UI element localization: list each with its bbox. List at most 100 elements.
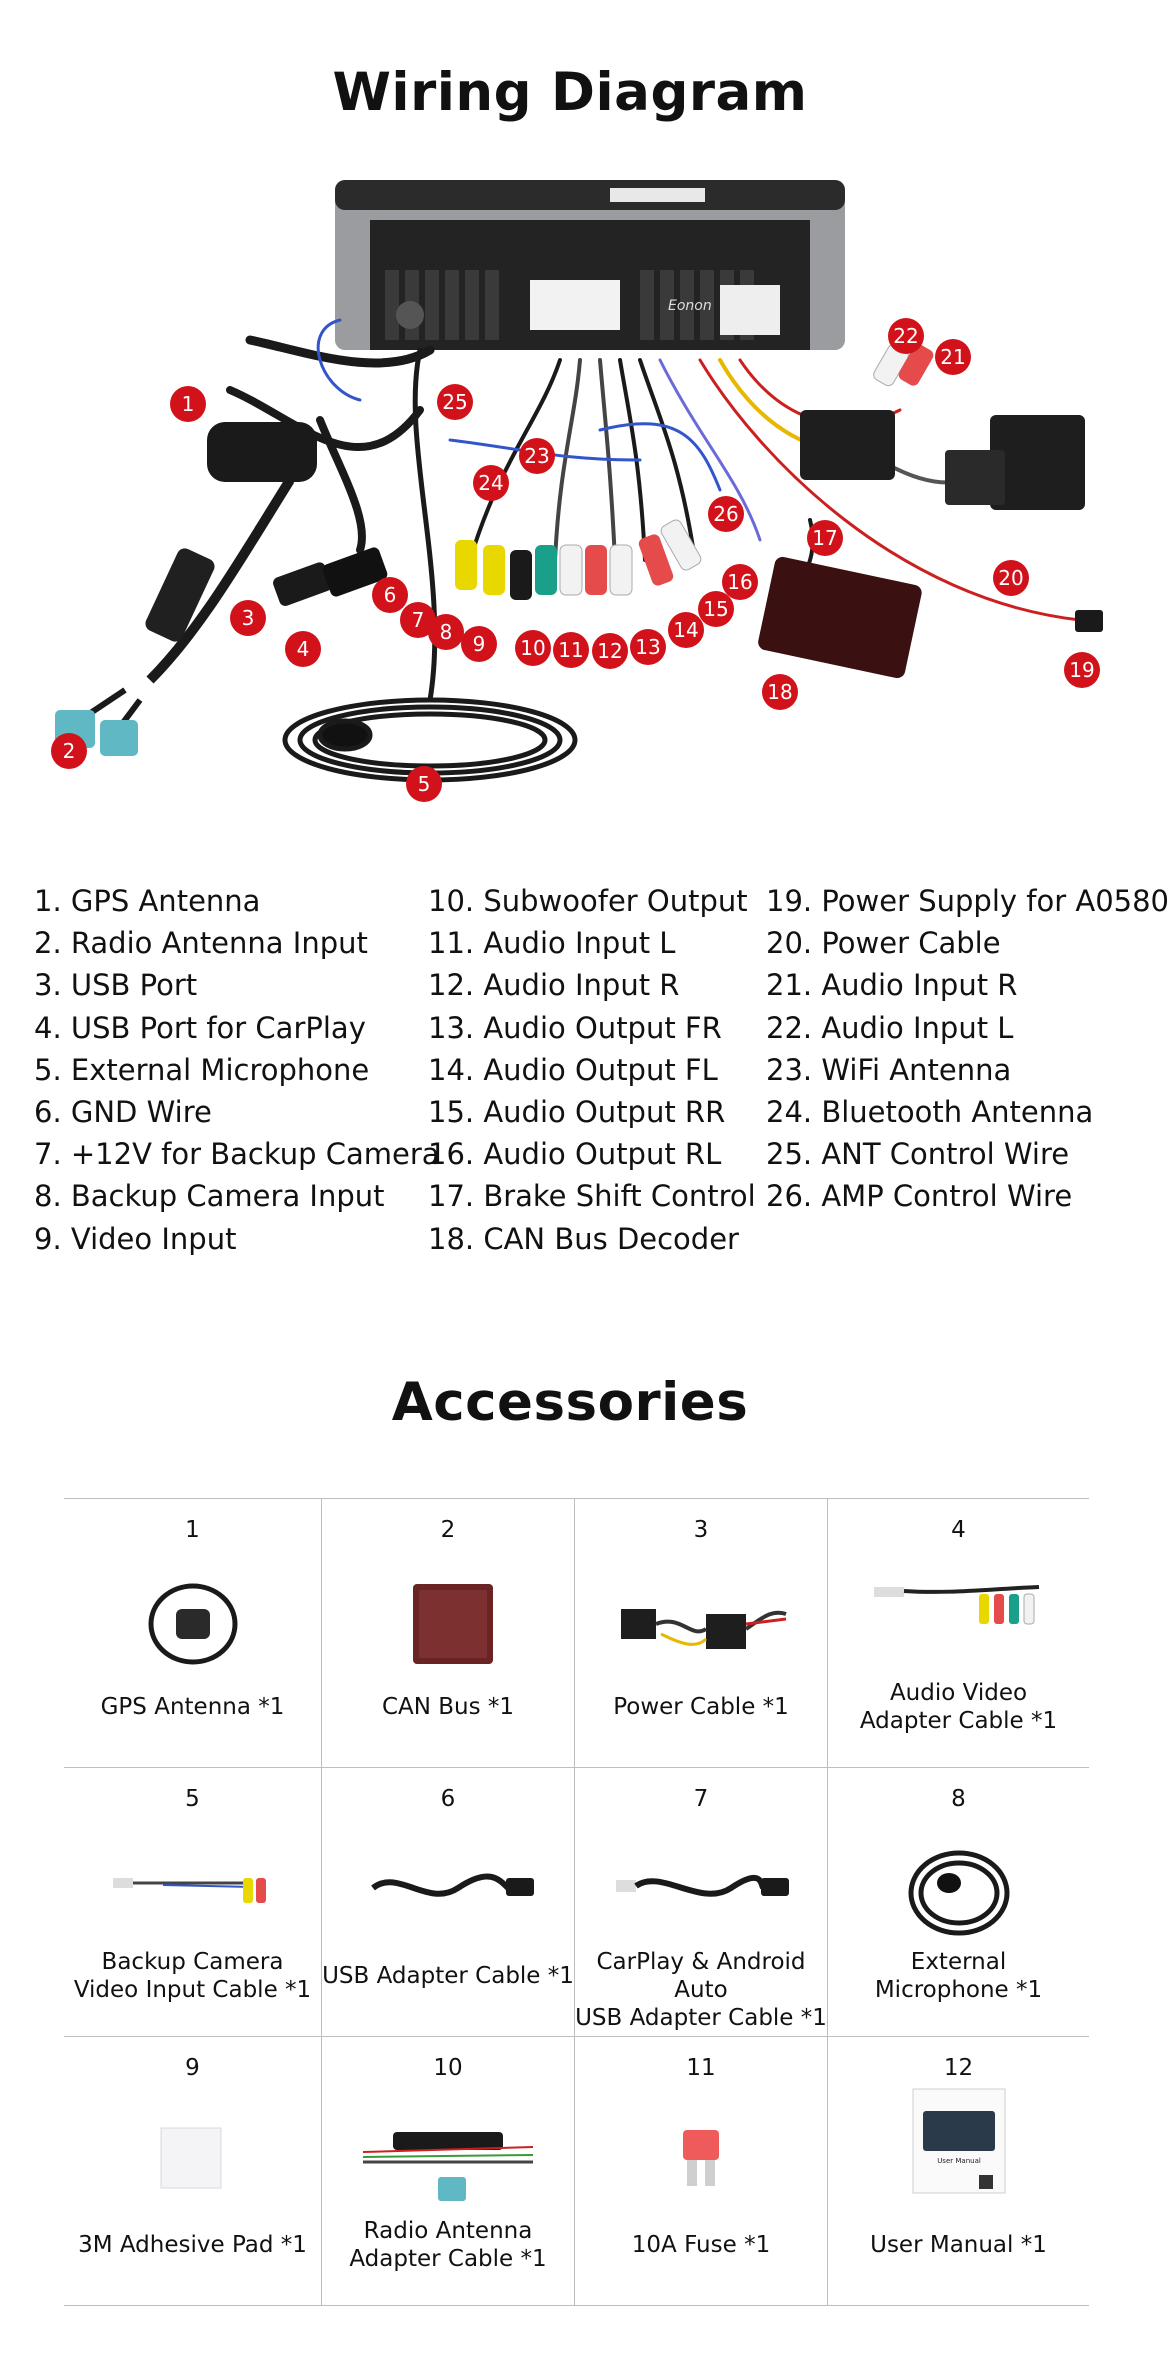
legend-item: 22. Audio Input L [766, 1010, 1014, 1045]
accessory-label: External Microphone *1 [874, 1949, 1043, 2003]
accessories-row: 1 GPS Antenna *1 2 CAN Bus *1 3 Power Ca… [64, 1499, 1089, 1768]
manual-cover-text: User Manual [937, 2157, 981, 2165]
callout-badge: 24 [473, 465, 509, 501]
microphone-icon [899, 1838, 1019, 1942]
legend-item: 3. USB Port [34, 968, 198, 1003]
accessory-number: 12 [943, 2055, 974, 2081]
callout-badge: 19 [1064, 652, 1100, 688]
legend-item: 13. Audio Output FR [428, 1010, 722, 1045]
adhesive-pad-icon [153, 2122, 233, 2196]
svg-text:12: 12 [597, 639, 622, 663]
accessory-label: Radio Antenna Adapter Cable *1 [349, 2218, 547, 2272]
callout-badge: 25 [437, 384, 473, 420]
legend-item: 15. Audio Output RR [428, 1095, 726, 1130]
callout-badge: 17 [807, 520, 843, 556]
legend-item: 12. Audio Input R [428, 968, 680, 1003]
legend-item: 14. Audio Output FL [428, 1052, 718, 1087]
accessory-item: 4 Audio Video Adapter Cable *1 [827, 1499, 1089, 1767]
svg-text:17: 17 [812, 526, 837, 550]
accessory-number: 1 [185, 1517, 200, 1543]
accessory-number: 5 [185, 1786, 200, 1812]
svg-text:4: 4 [297, 637, 310, 661]
callout-badge: 13 [630, 629, 666, 665]
accessories-row: 9 3M Adhesive Pad *1 10 Radio Antenna Ad… [64, 2037, 1089, 2306]
svg-text:14: 14 [673, 618, 698, 642]
can-bus-icon [393, 1579, 503, 1673]
can-bus-decoder-image [758, 556, 1103, 679]
callout-badge: 11 [553, 632, 589, 668]
callout-badge: 21 [935, 339, 971, 375]
callout-badge: 10 [515, 630, 551, 666]
callout-badge: 23 [519, 438, 555, 474]
user-manual-icon: User Manual [909, 2087, 1009, 2201]
accessory-item: 3 Power Cable *1 [574, 1499, 827, 1767]
callout-badge: 9 [461, 626, 497, 662]
accessory-item: 9 3M Adhesive Pad *1 [64, 2037, 321, 2305]
radio-antenna-cable-icon [353, 2107, 543, 2211]
accessory-number: 9 [185, 2055, 200, 2081]
accessory-label: User Manual *1 [870, 2232, 1047, 2258]
callout-badge: 15 [698, 591, 734, 627]
legend-item: 8. Backup Camera Input [34, 1179, 385, 1214]
legend-item: 4. USB Port for CarPlay [34, 1010, 366, 1045]
svg-text:18: 18 [767, 680, 792, 704]
svg-text:6: 6 [384, 583, 397, 607]
callout-badge: 2 [51, 733, 87, 769]
callout-badge: 18 [762, 674, 798, 710]
gps-antenna-image [55, 422, 317, 756]
legend-column-3: 19. Power Supply for A0580 20. Power Cab… [766, 880, 1169, 1218]
accessory-number: 4 [951, 1517, 966, 1543]
camera-cable-icon [103, 1863, 283, 1917]
legend-item: 9. Video Input [34, 1221, 237, 1256]
accessory-item: 1 GPS Antenna *1 [64, 1499, 321, 1767]
svg-text:21: 21 [940, 345, 965, 369]
svg-text:20: 20 [998, 566, 1023, 590]
wiring-diagram: Eonon [0, 160, 1140, 810]
legend-item: 17. Brake Shift Control [428, 1179, 756, 1214]
accessory-label: CarPlay & Android Auto USB Adapter Cable… [575, 1949, 827, 2031]
svg-text:16: 16 [727, 570, 752, 594]
accessory-label: 10A Fuse *1 [631, 2232, 771, 2258]
callout-badge: 22 [888, 318, 924, 354]
accessories-grid: 1 GPS Antenna *1 2 CAN Bus *1 3 Power Ca… [64, 1498, 1089, 2306]
gps-antenna-icon [138, 1579, 248, 1673]
power-harness-image [800, 410, 1085, 510]
carplay-usb-cable-icon [611, 1858, 791, 1922]
fuse-icon [671, 2122, 731, 2196]
legend-column-2: 10. Subwoofer Output 11. Audio Input L 1… [428, 880, 756, 1260]
accessory-item: 5 Backup Camera Video Input Cable *1 [64, 1768, 321, 2036]
accessory-item: 8 External Microphone *1 [827, 1768, 1089, 2036]
svg-text:3: 3 [242, 606, 255, 630]
accessory-label: Power Cable *1 [613, 1694, 789, 1720]
svg-text:13: 13 [635, 635, 660, 659]
accessory-number: 7 [693, 1786, 709, 1812]
accessory-item: 7 CarPlay & Android Auto USB Adapter Cab… [574, 1768, 827, 2036]
accessories-title: Accessories [391, 1372, 749, 1433]
accessory-label: Audio Video Adapter Cable *1 [859, 1680, 1058, 1734]
svg-text:24: 24 [478, 471, 503, 495]
accessory-number: 11 [686, 2055, 716, 2081]
legend-item: 2. Radio Antenna Input [34, 926, 368, 961]
accessory-label: 3M Adhesive Pad *1 [78, 2232, 307, 2258]
svg-text:5: 5 [418, 772, 431, 796]
wiring-diagram-title: Wiring Diagram [332, 62, 808, 123]
svg-text:1: 1 [182, 392, 195, 416]
callout-badge: 5 [406, 766, 442, 802]
legend-item: 10. Subwoofer Output [428, 884, 748, 918]
legend-item: 21. Audio Input R [766, 968, 1018, 1003]
svg-text:25: 25 [442, 390, 467, 414]
callout-badges: 1 2 3 4 5 6 7 8 9 10 11 12 13 14 15 16 1… [51, 318, 1100, 802]
device-logo-text: Eonon [668, 298, 712, 314]
accessory-number: 10 [433, 2055, 463, 2081]
legend-item: 24. Bluetooth Antenna [766, 1095, 1094, 1130]
accessories-row: 5 Backup Camera Video Input Cable *1 6 U… [64, 1768, 1089, 2037]
legend-item: 25. ANT Control Wire [766, 1137, 1070, 1172]
legend-item: 18. CAN Bus Decoder [428, 1221, 739, 1256]
svg-text:22: 22 [893, 324, 918, 348]
callout-badge: 16 [722, 564, 758, 600]
accessory-label: USB Adapter Cable *1 [322, 1963, 574, 1989]
callout-badge: 1 [170, 386, 206, 422]
svg-text:8: 8 [440, 620, 453, 644]
head-unit-image: Eonon [335, 180, 845, 350]
legend-item: 20. Power Cable [766, 926, 1001, 961]
